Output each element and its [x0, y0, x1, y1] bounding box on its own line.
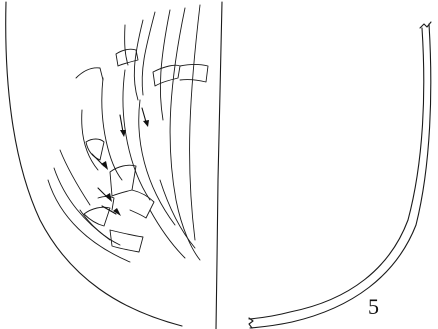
midline — [216, 2, 222, 329]
right-half-section — [249, 22, 431, 328]
band-line — [123, 70, 150, 200]
band-line — [142, 12, 155, 95]
band-line — [48, 180, 130, 262]
band-line — [54, 168, 110, 240]
plate — [130, 190, 154, 218]
plate — [76, 68, 103, 80]
band-line — [160, 10, 170, 120]
arrow-4 — [98, 188, 112, 202]
plate — [153, 65, 180, 86]
arrow-2 — [142, 108, 149, 127]
plate — [110, 230, 143, 252]
wall-outer — [249, 28, 424, 319]
arrow-3 — [92, 154, 108, 170]
figure-number: 5 — [368, 296, 379, 318]
plate — [110, 165, 136, 196]
band-line — [125, 25, 128, 65]
band-line — [80, 210, 120, 245]
plate — [84, 207, 110, 226]
arrow-1 — [120, 115, 126, 137]
wall-bottom-edge — [249, 318, 253, 328]
band-line — [134, 20, 143, 100]
arrow-5 — [102, 206, 121, 216]
band-line — [190, 5, 200, 240]
band-line — [60, 150, 90, 205]
wall-inner — [250, 24, 431, 328]
direction-arrows — [92, 108, 149, 216]
band-line — [160, 180, 195, 248]
